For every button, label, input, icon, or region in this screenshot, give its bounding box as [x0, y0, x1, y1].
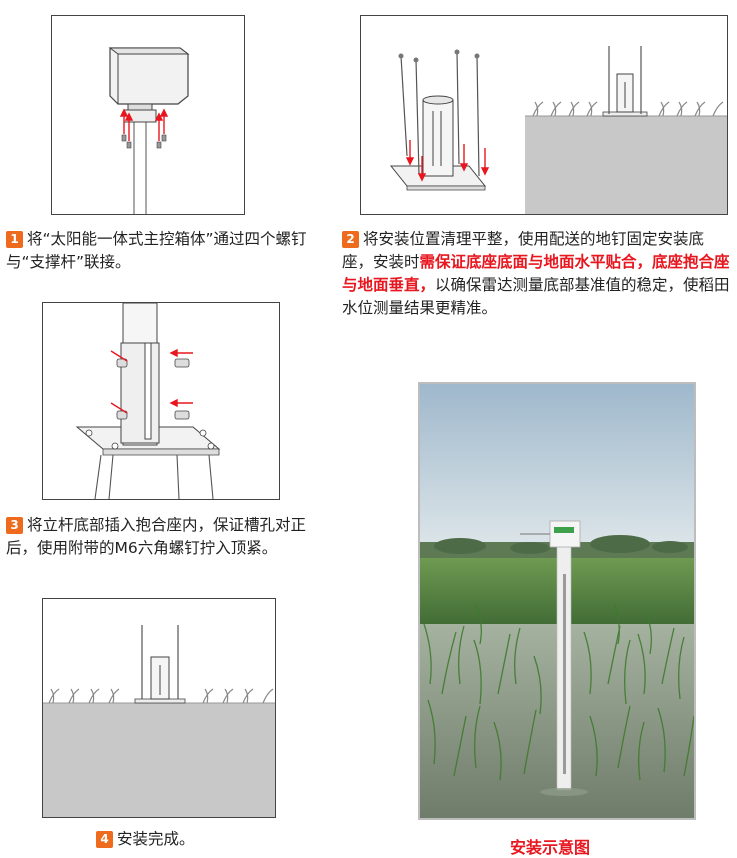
step1-badge: 1 — [6, 231, 23, 248]
step2-highlight: 需保证底座底面与地面水平贴合，底座抱合座与地面垂直， — [342, 253, 730, 294]
photo-caption: 安装示意图 — [510, 838, 591, 857]
step2-description-end: 以确保雷达测量底部基准值的稳定，使稻田水位测量结果更精准。 — [342, 276, 730, 317]
step4-badge: 4 — [96, 831, 113, 848]
step3-diagram — [42, 302, 280, 500]
step1-description: 将“太阳能一体式主控箱体”通过四个螺钉与“支撑杆”联接。 — [6, 230, 307, 271]
step2-diagram — [360, 15, 728, 215]
step3-badge: 3 — [6, 517, 23, 534]
step4-description: 安装完成。 — [117, 830, 195, 848]
installation-photo — [418, 382, 696, 820]
step4-diagram — [42, 598, 276, 818]
step1-diagram — [51, 15, 245, 215]
step3-description: 将立杆底部插入抱合座内，保证槽孔对正后，使用附带的M6六角螺钉拧入顶紧。 — [6, 516, 307, 557]
step2-description-start: 将安装位置清理平整，使用配送的地钉固定安装底座，安装时 — [342, 230, 705, 271]
step2-badge: 2 — [342, 231, 359, 248]
